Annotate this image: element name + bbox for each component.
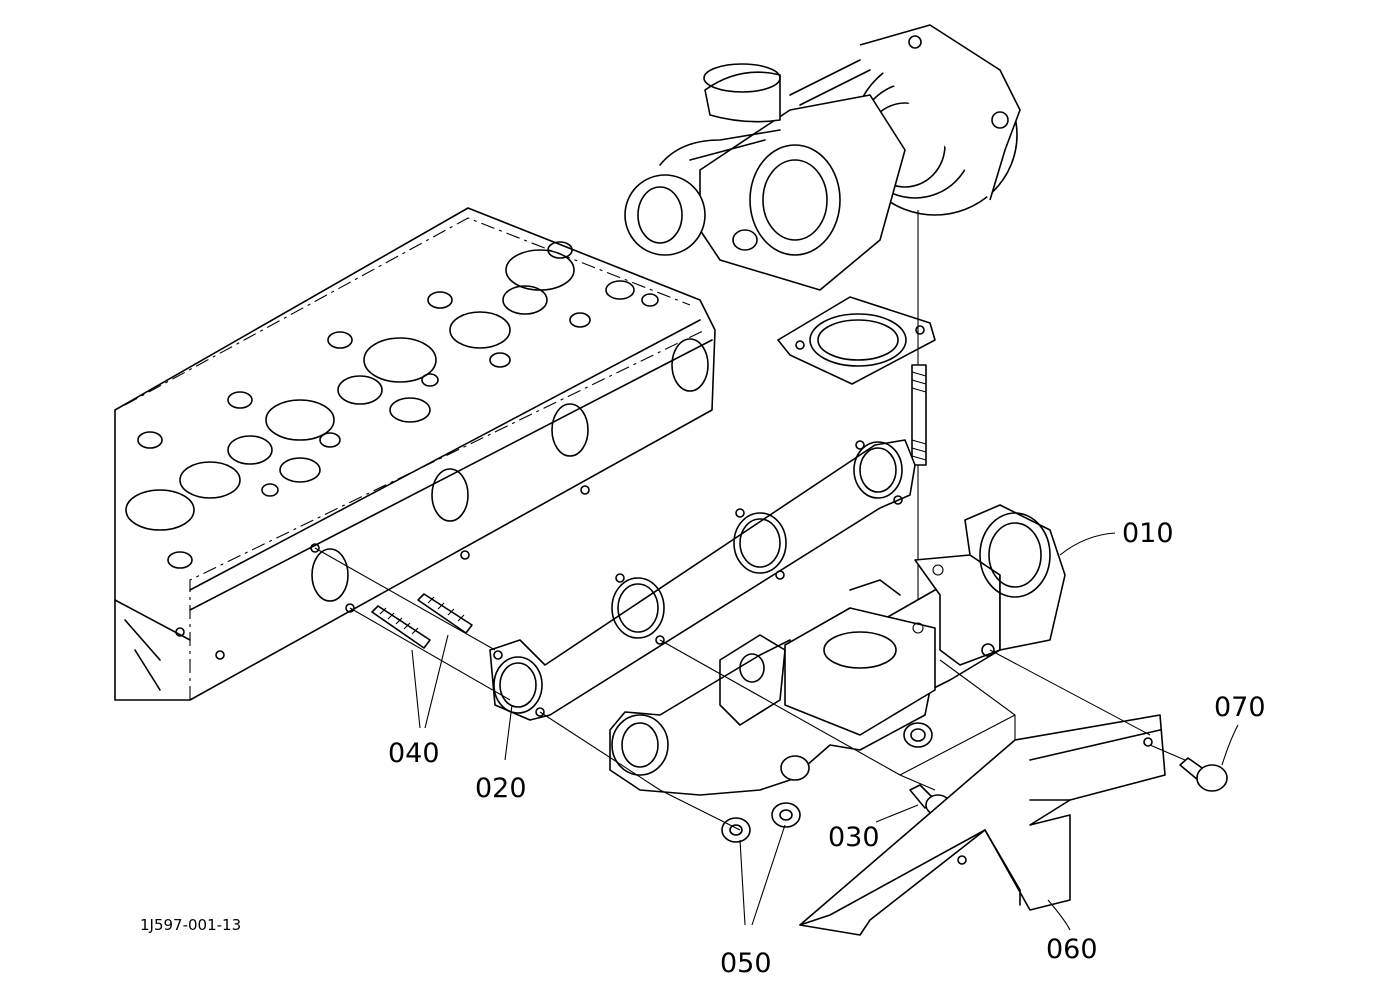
stud-bolts	[371, 593, 473, 649]
bracket	[799, 714, 1166, 936]
label-070: 070	[1214, 692, 1266, 723]
label-030: 030	[828, 822, 880, 853]
turbo-stud	[911, 364, 927, 466]
assembly-lines	[314, 547, 1186, 831]
turbo-gasket	[777, 296, 936, 385]
label-020: 020	[475, 773, 527, 804]
label-010: 010	[1122, 518, 1174, 549]
lower-nut	[903, 722, 933, 748]
label-050: 050	[720, 948, 772, 979]
turbocharger	[624, 24, 1021, 291]
bracket-bolt	[1179, 757, 1228, 792]
drawing-code: 1J597-001-13	[140, 916, 241, 934]
part-labels: 010 020 030 040 050 060 070 1J597-001-13	[140, 518, 1266, 979]
label-060: 060	[1046, 934, 1098, 965]
manifold-gasket	[489, 439, 916, 721]
leader-lines	[411, 532, 1239, 931]
exhaust-manifold	[609, 504, 1066, 796]
cylinder-head	[114, 207, 716, 701]
label-040: 040	[388, 738, 440, 769]
nuts	[721, 802, 801, 843]
